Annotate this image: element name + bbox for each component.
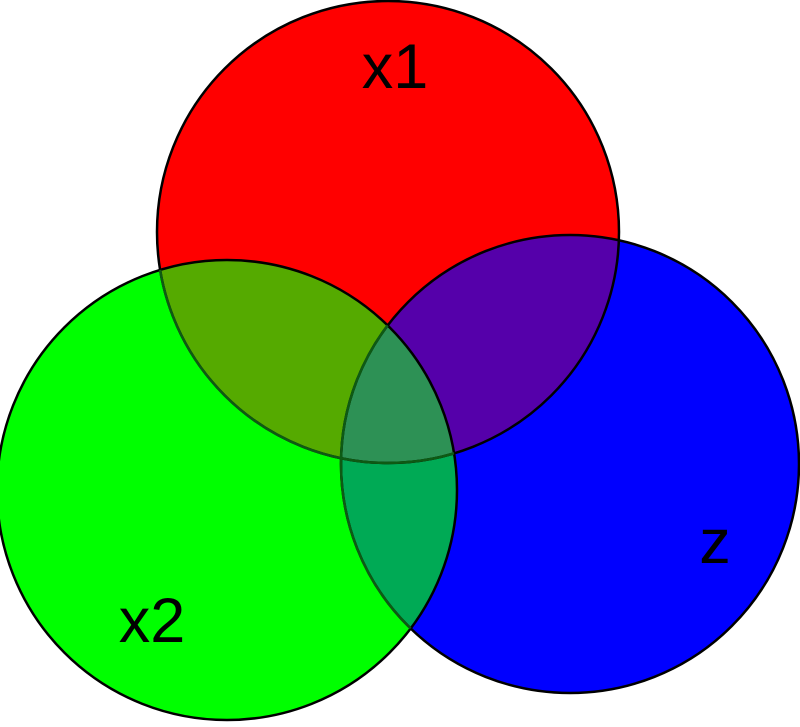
set-x1-outline-shaded-in-x2 <box>155 260 457 465</box>
overlap-x1-x2-region <box>157 260 457 463</box>
set-z-label: z <box>699 507 731 577</box>
set-z-outline-shaded-in-x2 <box>339 260 457 695</box>
set-x1-label: x1 <box>362 32 429 102</box>
overlap-x1-z-region <box>341 235 619 463</box>
set-x2-outline <box>0 258 459 722</box>
set-x2-label: x2 <box>119 586 186 656</box>
